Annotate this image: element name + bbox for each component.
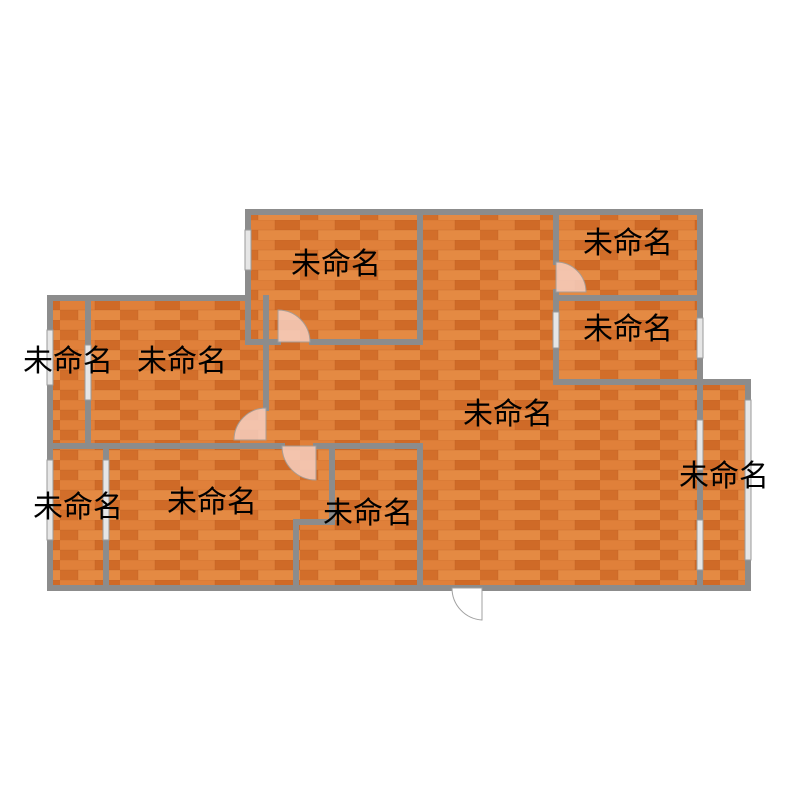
- room-label-top-right-upper: 未命名: [583, 226, 673, 261]
- window: [102, 459, 110, 541]
- walls: [47, 209, 751, 591]
- floor-areas: [50, 212, 748, 588]
- room-label-left-narrow: 未命名: [23, 344, 113, 379]
- floor-bottom-center: [296, 446, 420, 588]
- window: [696, 317, 704, 359]
- window: [244, 229, 252, 271]
- room-label-bottom-left: 未命名: [33, 490, 123, 525]
- floor-left-narrow: [50, 298, 88, 446]
- window: [552, 311, 560, 349]
- room-label-left-wide: 未命名: [137, 344, 227, 379]
- door-swing[interactable]: [277, 309, 311, 343]
- door-swing[interactable]: [555, 261, 587, 293]
- floor-left-wide: [88, 298, 266, 446]
- room-label-bottom-center: 未命名: [323, 496, 413, 531]
- window: [696, 519, 704, 571]
- window: [46, 329, 54, 386]
- window: [696, 419, 704, 471]
- doors: [233, 261, 587, 621]
- window: [84, 344, 92, 401]
- floor-right-strip: [700, 382, 748, 588]
- windows: [46, 229, 752, 571]
- door-swing[interactable]: [233, 407, 267, 441]
- door-swing[interactable]: [281, 445, 317, 481]
- room-label-bottom-mid: 未命名: [167, 485, 257, 520]
- room-label-top-left: 未命名: [291, 247, 381, 282]
- window: [46, 459, 54, 541]
- room-label-main: 未命名: [463, 397, 553, 432]
- floor-top-left: [248, 212, 420, 342]
- floor-bottom-left: [50, 446, 106, 588]
- room-labels: 未命名 未命名 未命名 未命名 未命名 未命名 未命名 未命名 未命名 未命名: [23, 226, 769, 531]
- room-label-right-strip: 未命名: [679, 459, 769, 494]
- floor-bottom-mid: [106, 446, 296, 588]
- room-label-top-right-lower: 未命名: [583, 312, 673, 347]
- window: [744, 399, 752, 561]
- floor-main-lower: [420, 382, 700, 588]
- entrance-door[interactable]: [451, 587, 483, 621]
